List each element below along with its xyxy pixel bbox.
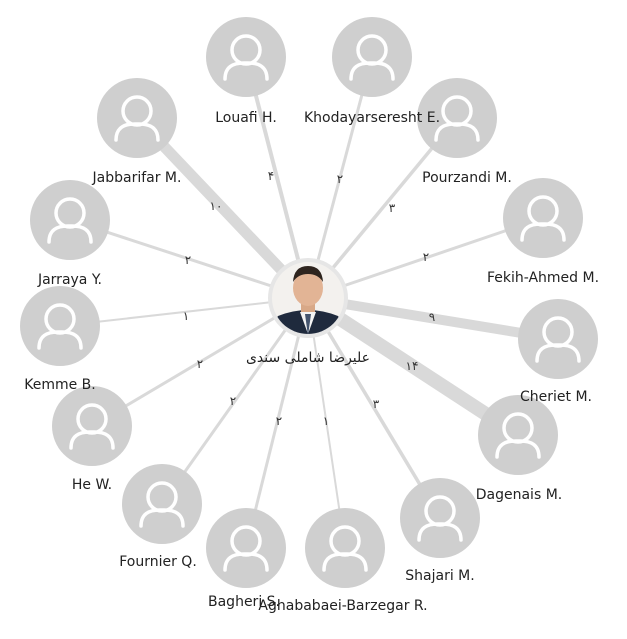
edge-bagheri xyxy=(244,297,310,549)
user-avatar-icon[interactable] xyxy=(330,15,414,99)
edge-weight-kemme: ۱ xyxy=(183,309,189,323)
node-louafi[interactable] xyxy=(204,15,288,99)
coauthor-label-fekih-ahmed[interactable]: Fekih-Ahmed M. xyxy=(487,270,599,286)
node-fekih-ahmed[interactable] xyxy=(501,176,585,260)
edge-weight-pourzandi: ۳ xyxy=(389,201,396,215)
user-avatar-icon[interactable] xyxy=(516,297,600,381)
node-jarraya[interactable] xyxy=(28,178,112,262)
coauthor-label-fournier[interactable]: Fournier Q. xyxy=(119,554,197,570)
edge-weight-jarraya: ۲ xyxy=(185,253,191,267)
edge-khodayarseresht xyxy=(306,56,374,299)
coauthor-label-dagenais[interactable]: Dagenais M. xyxy=(476,487,562,503)
node-fournier[interactable] xyxy=(120,462,204,546)
user-avatar-icon[interactable] xyxy=(95,76,179,160)
coauthor-label-aghababaei[interactable]: Aghababaei-Barzegar R. xyxy=(258,598,427,614)
node-kemme[interactable] xyxy=(18,284,102,368)
edge-weight-fournier: ۲ xyxy=(230,394,236,408)
edge-jabbarifar xyxy=(133,114,312,302)
coauthor-label-shajari[interactable]: Shajari M. xyxy=(405,568,474,584)
coauthor-label-he[interactable]: He W. xyxy=(72,477,112,493)
user-avatar-icon[interactable] xyxy=(18,284,102,368)
edge-fekih-ahmed xyxy=(307,216,544,300)
coauthor-label-pourzandi[interactable]: Pourzandi M. xyxy=(422,170,512,186)
edge-weight-shajari: ۳ xyxy=(373,397,380,411)
user-avatar-icon[interactable] xyxy=(303,506,387,590)
user-avatar-icon[interactable] xyxy=(50,384,134,468)
edge-weight-he: ۲ xyxy=(197,357,203,371)
edge-weight-bagheri: ۲ xyxy=(276,414,282,428)
node-jabbarifar[interactable] xyxy=(95,76,179,160)
user-avatar-icon[interactable] xyxy=(204,506,288,590)
edge-aghababaei xyxy=(307,297,346,549)
node-cheriet[interactable] xyxy=(516,297,600,381)
node-dagenais[interactable] xyxy=(476,393,560,477)
node-khodayarseresht[interactable] xyxy=(330,15,414,99)
edge-weight-cheriet: ۹ xyxy=(429,310,435,324)
edge-fournier xyxy=(160,297,310,505)
edge-weight-fekih-ahmed: ۲ xyxy=(423,250,429,264)
node-he[interactable] xyxy=(50,384,134,468)
node-aghababaei[interactable] xyxy=(303,506,387,590)
edge-he xyxy=(91,296,309,428)
user-avatar-icon[interactable] xyxy=(204,15,288,99)
coauthor-label-jabbarifar[interactable]: Jabbarifar M. xyxy=(92,170,182,186)
edge-jarraya xyxy=(69,218,309,300)
coauthor-label-bagheri[interactable]: Bagheri S. xyxy=(208,594,280,610)
edge-louafi xyxy=(244,56,310,299)
edges-layer xyxy=(59,56,559,549)
edge-weight-aghababaei: ۱ xyxy=(323,414,329,428)
coauthor-label-cheriet[interactable]: Cheriet M. xyxy=(520,389,592,405)
edge-kemme xyxy=(59,297,309,327)
edge-weight-jabbarifar: ۱۰ xyxy=(210,199,223,213)
edge-weights-layer: ۴ ۲ ۳ ۲ ۹ ۱۴ ۳ ۱ ۲ ۲ ۲ ۱ ۲ ۱۰ xyxy=(183,169,435,428)
edge-cheriet xyxy=(307,293,559,344)
center-name-label[interactable]: علیرضا شاملی سندی xyxy=(246,350,370,366)
user-avatar-icon[interactable] xyxy=(398,476,482,560)
coauthor-label-kemme[interactable]: Kemme B. xyxy=(24,377,96,393)
labels-layer: Louafi H. Khodayarseresht E. Pourzandi M… xyxy=(24,110,599,614)
node-shajari[interactable] xyxy=(398,476,482,560)
edge-weight-dagenais: ۱۴ xyxy=(406,359,419,373)
edge-dagenais xyxy=(304,292,522,441)
user-avatar-icon[interactable] xyxy=(501,176,585,260)
user-avatar-icon[interactable] xyxy=(476,393,560,477)
coauthor-label-khodayarseresht[interactable]: Khodayarseresht E. xyxy=(304,110,440,126)
user-avatar-icon[interactable] xyxy=(28,178,112,262)
edge-weight-louafi: ۴ xyxy=(268,169,274,183)
node-bagheri[interactable] xyxy=(204,506,288,590)
center-node[interactable] xyxy=(262,258,354,340)
coauthor-label-louafi[interactable]: Louafi H. xyxy=(215,110,277,126)
edge-weight-khodayarseresht: ۲ xyxy=(337,172,343,186)
edge-shajari xyxy=(306,297,442,519)
coauthor-label-jarraya[interactable]: Jarraya Y. xyxy=(37,272,102,288)
user-avatar-icon[interactable] xyxy=(120,462,204,546)
